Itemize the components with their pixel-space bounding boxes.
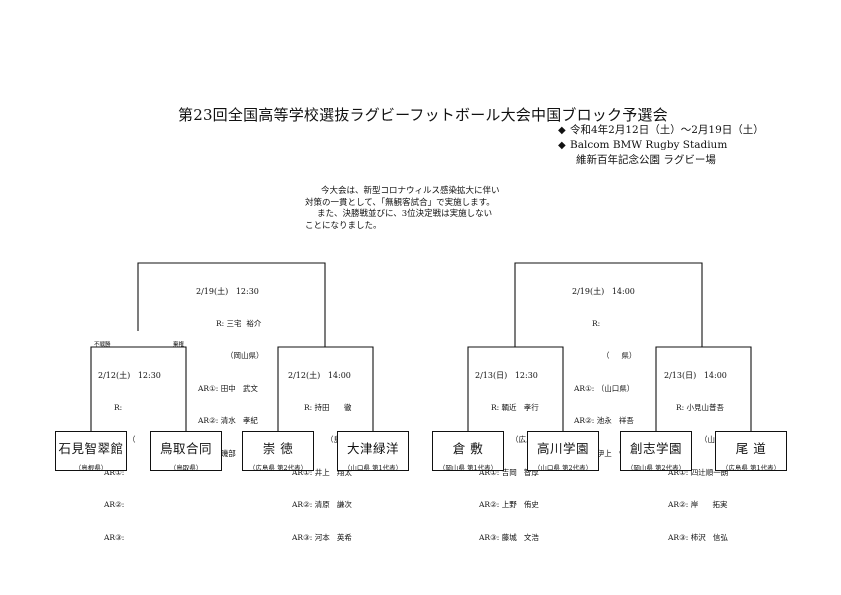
match-datetime: 2/19(土) 14:00 xyxy=(572,286,635,296)
diamond-bullet-icon: ◆ xyxy=(558,140,566,151)
notice-text: 今大会は、新型コロナウィルス感染拡大に伴い 対策の一貫として、「無観客試合」で実… xyxy=(305,186,500,231)
event-venue: ◆Balcom BMW Rugby Stadium xyxy=(558,139,728,151)
team-box: 崇 徳 （広島県 第2代表） xyxy=(242,431,314,472)
team-name: 鳥取合同 xyxy=(159,441,212,456)
team-prefecture: （広島県 第1代表） xyxy=(721,464,781,472)
match-datetime: 2/12(土) 14:00 xyxy=(288,370,351,380)
match-datetime: 2/19(土) 12:30 xyxy=(196,286,259,296)
team-name: 倉 敷 xyxy=(452,441,484,456)
team-box: 倉 敷 （岡山県 第1代表） xyxy=(432,431,504,472)
event-info: ◆令和4年2月12日（土）～2月19日（土） ◆Balcom BMW Rugby… xyxy=(558,123,764,167)
match-datetime: 2/12(土) 12:30 xyxy=(98,370,161,380)
team-name: 尾 道 xyxy=(735,441,767,456)
team-prefecture: （広島県 第2代表） xyxy=(248,464,308,472)
match-datetime: 2/13(日) 14:00 xyxy=(664,370,727,380)
team-name: 石見智翠館 xyxy=(58,441,124,456)
team-prefecture: （山口県 第2代表） xyxy=(533,464,593,472)
forfeit-tag: 不戦勝 xyxy=(94,342,111,348)
team-name: 崇 徳 xyxy=(262,441,294,456)
match-datetime: 2/13(日) 12:30 xyxy=(475,370,538,380)
team-box: 高川学園 （山口県 第2代表） xyxy=(527,431,599,472)
diamond-bullet-icon: ◆ xyxy=(558,125,566,136)
team-box: 創志学園 （岡山県 第2代表） xyxy=(620,431,692,472)
event-venue-jp: 維新百年記念公園 ラグビー場 xyxy=(576,154,716,166)
team-prefecture: （山口県 第1代表） xyxy=(343,464,403,472)
team-prefecture: （鳥取県） xyxy=(169,464,203,472)
team-box: 大津緑洋 （山口県 第1代表） xyxy=(337,431,409,472)
team-prefecture: （岡山県 第2代表） xyxy=(626,464,686,472)
team-box: 鳥取合同 （鳥取県） xyxy=(150,431,222,472)
team-name: 高川学園 xyxy=(536,441,589,456)
team-box: 石見智翠館 （島根県） xyxy=(55,431,127,472)
team-prefecture: （島根県） xyxy=(74,464,108,472)
event-dates: ◆令和4年2月12日（土）～2月19日（土） xyxy=(558,124,764,136)
team-name: 大津緑洋 xyxy=(346,441,399,456)
withdraw-tag: 棄権 xyxy=(173,342,185,348)
team-box: 尾 道 （広島県 第1代表） xyxy=(715,431,787,472)
team-name: 創志学園 xyxy=(629,441,682,456)
page-title: 第23回全国高等学校選抜ラグビーフットボール大会中国ブロック予選会 xyxy=(178,106,668,124)
team-prefecture: （岡山県 第1代表） xyxy=(438,464,498,472)
